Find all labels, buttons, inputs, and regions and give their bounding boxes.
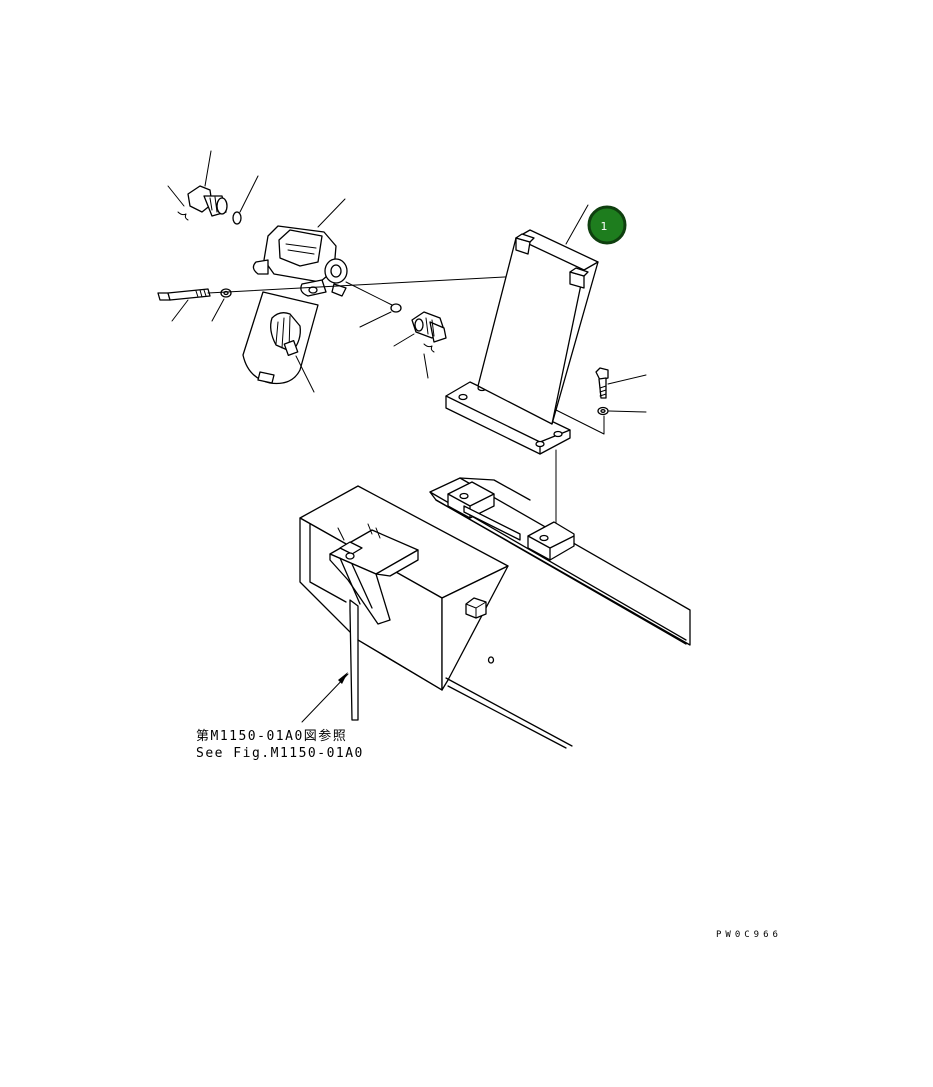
o-ring-upper — [232, 175, 259, 225]
callout-badge-1[interactable]: 1 — [587, 205, 627, 245]
bracket-bolt — [555, 367, 647, 527]
reference-note-en: See Fig.M1150-01A0 — [196, 746, 364, 761]
o-ring-middle — [345, 281, 402, 328]
hydraulic-filter — [242, 198, 348, 393]
elbow-fitting — [167, 150, 228, 221]
pressure-switch — [393, 311, 447, 379]
mounting-bolt — [157, 288, 232, 322]
callout-number: 1 — [601, 220, 608, 233]
frame-structure — [299, 477, 691, 749]
reference-note-jp: 第M1150-01A0図参照 — [196, 728, 347, 744]
callout-circle — [587, 205, 627, 245]
drawing-code: PW0C966 — [716, 930, 782, 940]
filter-bracket — [445, 204, 599, 455]
